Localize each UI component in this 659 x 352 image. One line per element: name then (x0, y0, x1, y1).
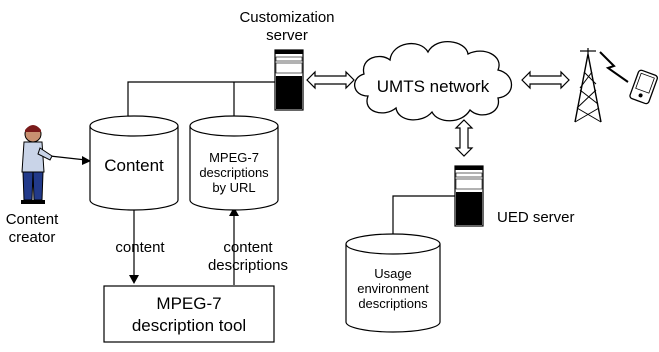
mpeg7-db-label-line1: MPEG-7 (209, 150, 259, 165)
tool-label-line2: description tool (132, 316, 246, 335)
content-database: Content (89, 115, 179, 211)
content-creator-label-line1: Content (6, 211, 59, 228)
usage-db-label-line2: environment (357, 281, 429, 296)
edge-content-descriptions-line1: content (223, 239, 273, 256)
tool-label-line1: MPEG-7 (156, 294, 221, 313)
ued-server-label: UED server (497, 209, 575, 226)
double-arrow-server-umts (306, 70, 355, 90)
double-arrow-umts-tower (521, 70, 570, 90)
server-icon (274, 49, 304, 111)
mpeg7-db-label-line3: by URL (212, 180, 255, 195)
edge-content-label: content (115, 239, 165, 256)
customization-server-label-line2: server (266, 27, 308, 44)
connector-lines (127, 81, 455, 236)
umts-network-label: UMTS network (377, 77, 490, 96)
edge-content-descriptions-line2: descriptions (208, 257, 288, 274)
customization-server-label-line1: Customization (239, 9, 334, 26)
mpeg7-url-database: MPEG-7 descriptions by URL (189, 115, 279, 211)
usage-db-label-line3: descriptions (358, 296, 428, 311)
antenna-tower-icon (574, 48, 629, 123)
content-db-label: Content (104, 156, 164, 175)
usage-env-database: Usage environment descriptions (345, 233, 441, 333)
arrowhead (82, 156, 91, 165)
arrowhead (229, 207, 239, 216)
ued-server-icon (454, 165, 484, 227)
double-arrow-umts-ued (454, 119, 474, 157)
arrow-creator-to-content (49, 155, 87, 161)
mpeg7-db-label-line2: descriptions (199, 165, 269, 180)
content-creator-label-line2: creator (9, 229, 56, 246)
pda-icon (629, 69, 658, 105)
arrowhead (129, 275, 139, 284)
arrows (49, 70, 570, 285)
usage-db-label-line1: Usage (374, 266, 412, 281)
mpeg7-description-tool: MPEG-7 description tool (103, 285, 275, 343)
line-ued-to-usagedb (392, 195, 455, 236)
cloud-icon: UMTS network (354, 41, 513, 122)
line-content-to-server (127, 81, 275, 118)
person-icon (21, 125, 53, 204)
